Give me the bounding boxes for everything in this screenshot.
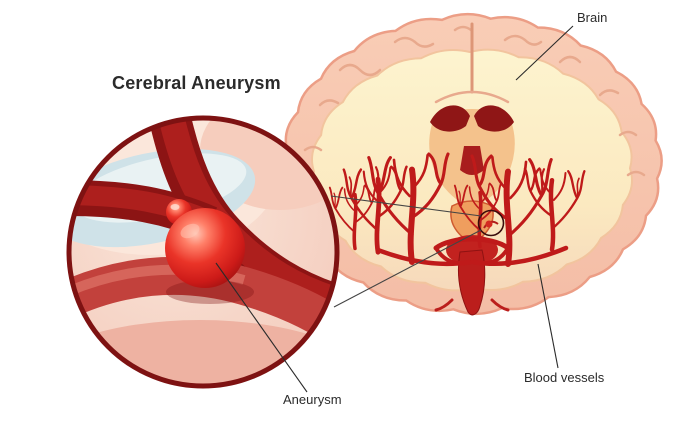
brain-callout-line <box>515 25 574 81</box>
marker-aneurysm-dot <box>485 220 493 228</box>
brainstem <box>457 249 486 316</box>
callout-lines <box>215 25 574 393</box>
inset-connector-lines <box>330 195 482 308</box>
left-ventricle <box>430 105 470 132</box>
corpus-callosum-line <box>434 90 510 104</box>
marker-circle <box>477 209 505 237</box>
aneurysm-sac <box>165 208 245 288</box>
label-blood-vessels: Blood vessels <box>524 370 605 385</box>
brain-illustration <box>281 12 663 316</box>
blood-vessel-trees <box>328 154 585 267</box>
connector-line-bottom <box>333 229 482 308</box>
blood-vessels-callout-line <box>537 263 559 369</box>
label-aneurysm: Aneurysm <box>283 392 342 407</box>
circle-of-willis <box>375 236 569 267</box>
page-title: Cerebral Aneurysm <box>112 73 281 93</box>
connector-line-top <box>330 195 482 217</box>
right-ventricle <box>474 105 514 132</box>
label-brain: Brain <box>577 10 607 25</box>
inset-ring <box>66 115 340 389</box>
aneurysm-callout-line <box>215 262 308 393</box>
brain-sulci <box>303 22 646 177</box>
aneurysm-site-marker <box>477 209 505 237</box>
vertebral-arteries <box>434 298 510 312</box>
